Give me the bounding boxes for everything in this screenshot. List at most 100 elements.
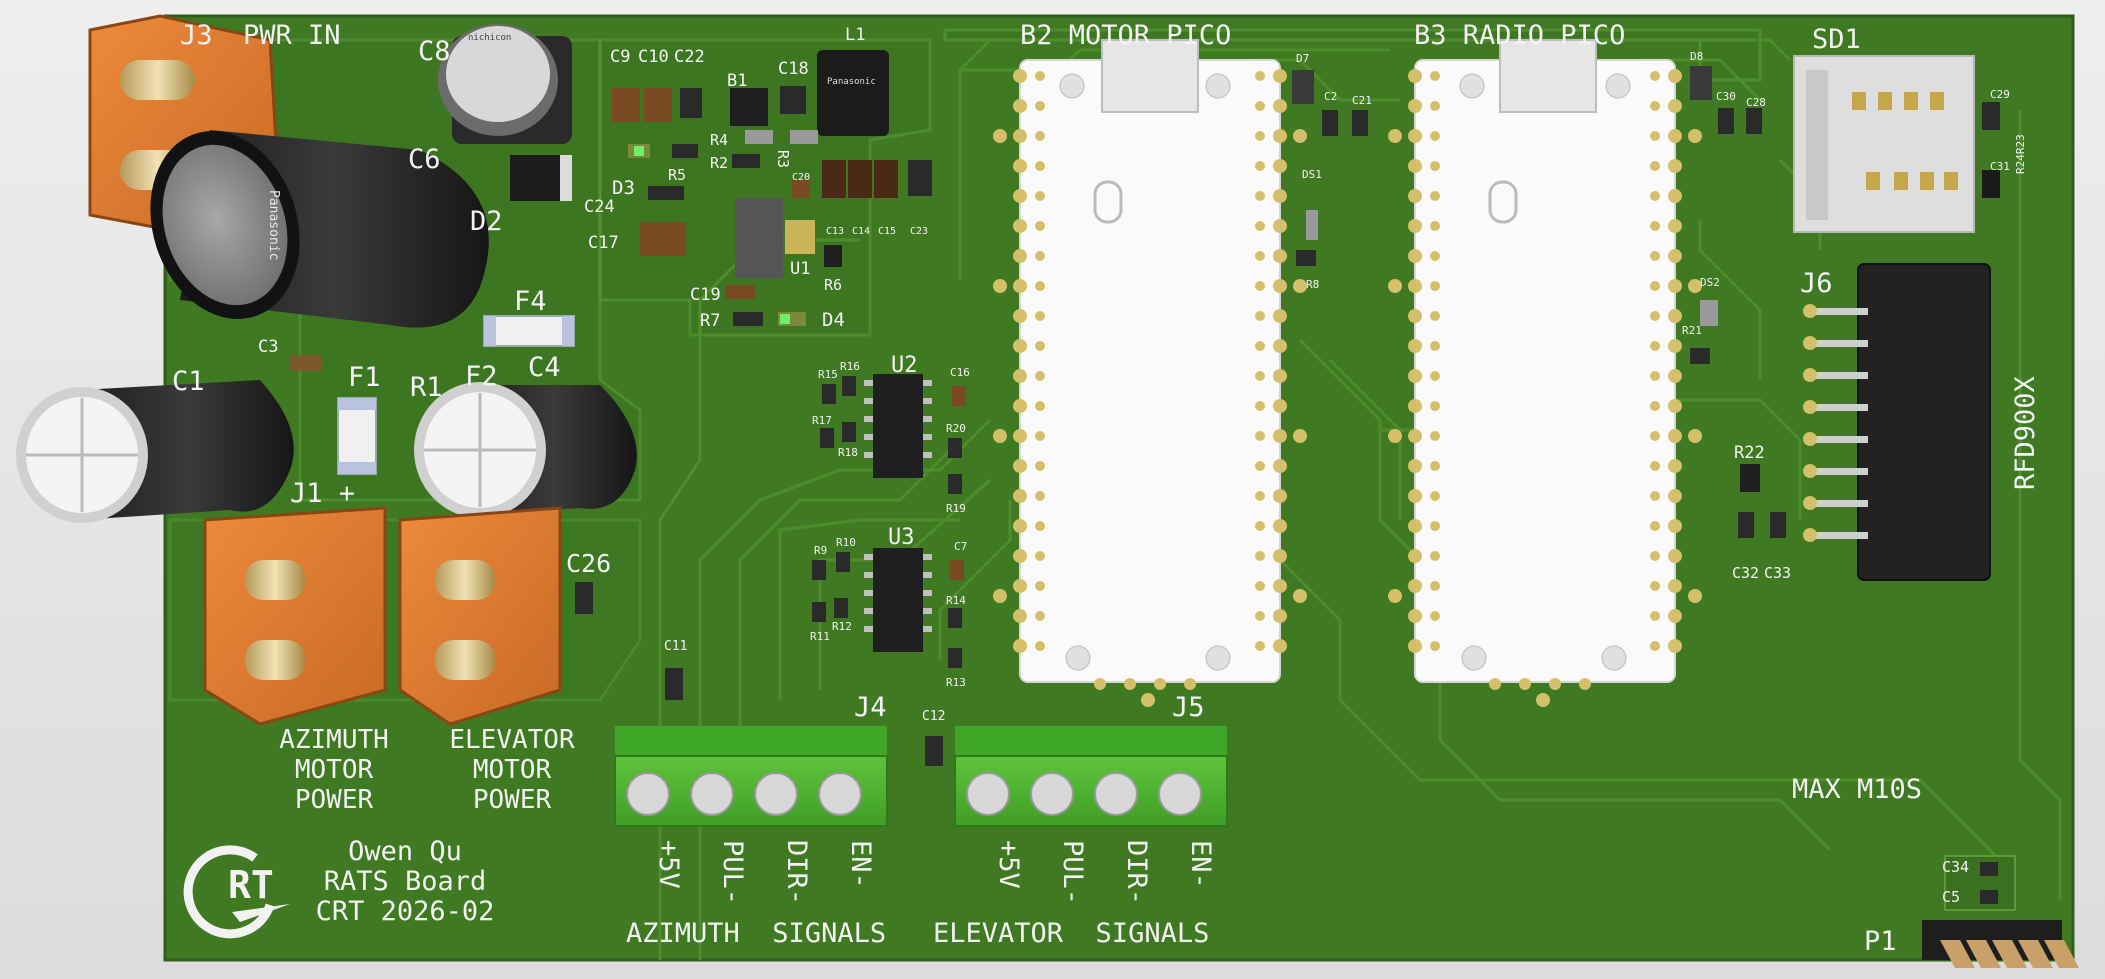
ref-u1: U1 — [790, 259, 810, 279]
ref-c28: C28 — [1746, 96, 1766, 109]
j5-pin-labels: +5V PUL- DIR- EN- — [993, 840, 1216, 905]
ref-c6: C6 — [408, 144, 441, 175]
ref-r20: R20 — [946, 422, 966, 435]
ref-l1: L1 — [845, 25, 865, 45]
ref-j3: J3 — [180, 20, 213, 51]
ref-r6: R6 — [824, 276, 842, 294]
sd-card-slot-sd1: SD1 — [1793, 24, 1975, 233]
ref-r16: R16 — [840, 360, 860, 373]
ref-r22: R22 — [1734, 443, 1765, 463]
ref-r8: R8 — [1306, 278, 1319, 291]
ref-d3: D3 — [612, 177, 635, 199]
ref-r19: R19 — [946, 502, 966, 515]
buck-converter: Panasonic — [612, 50, 932, 326]
j5-pin-4: EN- — [1185, 840, 1216, 889]
label-pwr-in: PWR IN — [243, 20, 341, 51]
board-revision: CRT 2026-02 — [316, 896, 495, 927]
capacitors-c34-c5: C34 C5 — [1942, 855, 2016, 911]
ref-r4: R4 — [710, 131, 728, 149]
heading-sd1: SD1 — [1812, 24, 1861, 55]
ref-c14: C14 — [852, 226, 870, 237]
ref-c22: C22 — [674, 47, 705, 67]
ref-r18: R18 — [838, 446, 858, 459]
label-azimuth-1: AZIMUTH — [279, 725, 389, 755]
ref-c30: C30 — [1716, 90, 1736, 103]
j5-pin-3: DIR- — [1121, 840, 1152, 905]
ref-r24r23: R24R23 — [2014, 134, 2027, 174]
heading-max-m10s: MAX M10S — [1792, 774, 1922, 805]
label-elevator-signals: ELEVATOR SIGNALS — [933, 918, 1209, 949]
ref-r9: R9 — [814, 544, 827, 557]
ref-c7: C7 — [954, 540, 967, 553]
ref-c32: C32 — [1732, 564, 1759, 582]
board-name: RATS Board — [324, 866, 487, 897]
ref-f2: F2 — [465, 361, 498, 392]
author: Owen Qu — [348, 836, 462, 867]
ref-c9: C9 — [610, 47, 630, 67]
j4-pin-4: EN- — [845, 840, 876, 889]
module-b2-motor-pico: B2 MOTOR PICO — [993, 20, 1307, 707]
b2-side-parts: D7 C2 C21 DS1 R8 — [1292, 52, 1372, 291]
ref-c8: C8 — [418, 36, 451, 67]
j4-pin-2: PUL- — [717, 840, 748, 905]
ref-c34: C34 — [1942, 858, 1969, 876]
j4-pin-3: DIR- — [781, 840, 812, 905]
ref-r21: R21 — [1682, 324, 1702, 337]
label-azimuth-3: POWER — [295, 785, 374, 815]
ic-u2: U2 C16 R15 R16 R17 R18 R20 R19 — [812, 353, 970, 515]
ref-c12: C12 — [922, 709, 945, 724]
ref-c20: C20 — [792, 172, 810, 183]
ref-c21: C21 — [1352, 94, 1372, 107]
terminal-block-j5: J5 — [954, 692, 1228, 827]
module-b3-radio-pico: B3 RADIO PICO — [1388, 20, 1702, 707]
ref-u2: U2 — [891, 353, 918, 378]
power-labels: AZIMUTH MOTOR POWER ELEVATOR MOTOR POWER — [279, 725, 575, 815]
ref-ds1: DS1 — [1302, 168, 1322, 181]
ref-f4: F4 — [514, 286, 547, 317]
marking-panasonic-c6: Panasonic — [266, 190, 281, 260]
terminal-block-j4: J4 — [614, 692, 888, 827]
header-p1: P1 — [1864, 920, 2079, 968]
b2-pin-row-right — [1255, 69, 1287, 653]
ref-f1: F1 — [348, 362, 381, 393]
label-azimuth-2: MOTOR — [295, 755, 374, 785]
ref-c26: C26 — [566, 549, 611, 578]
b3-pin-row-right — [1650, 69, 1682, 653]
ref-j4: J4 — [854, 692, 887, 723]
ref-c18: C18 — [778, 59, 809, 79]
j5-pin-2: PUL- — [1057, 840, 1088, 905]
ref-c19: C19 — [690, 285, 721, 305]
ref-r3: R3 — [774, 150, 792, 168]
header-j6: J6 RFD900X — [1800, 263, 2041, 581]
ref-u3: U3 — [888, 525, 915, 550]
ref-r15: R15 — [818, 368, 838, 381]
ic-u3: U3 C7 R9 R10 R11 R12 R14 R13 — [810, 525, 967, 689]
ref-ds2: DS2 — [1700, 276, 1720, 289]
ref-r2: R2 — [710, 154, 728, 172]
marking-nichicon: nichicon — [468, 33, 511, 43]
label-elevator-1: ELEVATOR — [449, 725, 575, 755]
capacitor-c4: R1 F2 C4 — [410, 352, 637, 518]
ref-c5: C5 — [1942, 888, 1960, 906]
j4-pin-1: +5V — [653, 840, 684, 889]
ref-c16: C16 — [950, 366, 970, 379]
ref-c3: C3 — [258, 337, 278, 357]
ref-r17: R17 — [812, 414, 832, 427]
ref-r11: R11 — [810, 630, 830, 643]
marking-panasonic-l1: Panasonic — [827, 77, 876, 87]
ref-r10: R10 — [836, 536, 856, 549]
ref-c1: C1 — [172, 366, 205, 397]
heading-b2: B2 MOTOR PICO — [1020, 20, 1231, 51]
ref-c29: C29 — [1990, 88, 2010, 101]
j6-side-parts: R22 C32 C33 — [1732, 443, 1791, 582]
j4-pin-labels: +5V PUL- DIR- EN- — [653, 840, 876, 905]
ref-c11: C11 — [664, 639, 687, 654]
label-azimuth-signals: AZIMUTH SIGNALS — [626, 918, 886, 949]
heading-p1: P1 — [1864, 926, 1897, 957]
ref-r7: R7 — [700, 311, 720, 331]
b2-pin-row-left — [1013, 69, 1045, 653]
capacitor-nichicon: nichicon C8 — [418, 24, 572, 144]
j5-pin-1: +5V — [993, 840, 1024, 889]
b3-pin-row-left — [1408, 69, 1440, 653]
